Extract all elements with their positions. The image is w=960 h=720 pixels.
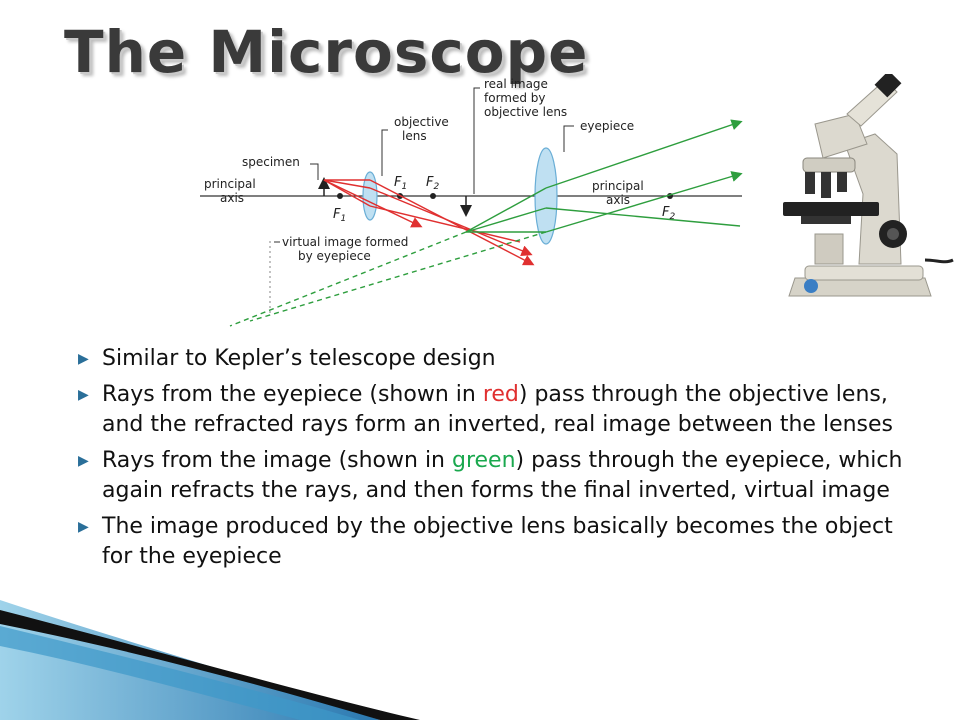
bullet-item: ▶ Rays from the eyepiece (shown in red) …: [78, 380, 918, 440]
right-triangle-bullet-icon: ▶: [78, 519, 89, 535]
label-real-image-line1: real image: [484, 77, 548, 91]
bullet-text-pre: Rays from the image (shown in: [102, 448, 452, 473]
eyepiece-lens: [534, 147, 558, 245]
right-triangle-bullet-icon: ▶: [78, 453, 89, 469]
bullet-text-post: ) pass through the eyepiece, which again…: [102, 448, 903, 503]
bullet-highlight-red: red: [482, 382, 519, 407]
focal-point-f1-left: [337, 193, 343, 199]
microscope-photo-icon: [783, 74, 954, 297]
label-real-image-line2: formed by: [484, 91, 546, 105]
label-principal-axis-left-1: principal: [204, 177, 256, 191]
bullet-item: ▶ Similar to Kepler’s telescope design: [78, 344, 918, 374]
objective-lens: [362, 171, 378, 221]
slide-title: The Microscope: [64, 18, 589, 86]
label-principal-axis-left-2: axis: [220, 191, 244, 205]
label-virtual-image-line2: by eyepiece: [298, 249, 371, 263]
label-f1-right: F1: [394, 175, 407, 192]
bullet-text-pre: Rays from the eyepiece (shown in: [102, 382, 483, 407]
bullet-item: ▶ The image produced by the objective le…: [78, 512, 918, 572]
label-specimen: specimen: [242, 155, 300, 169]
label-f2-right: F2: [662, 205, 675, 222]
bullet-text-post: ) pass through the objective lens, and t…: [102, 382, 894, 437]
decorative-swoosh: [0, 600, 420, 720]
label-f1-left: F1: [333, 207, 346, 224]
bullet-text: The image produced by the objective lens…: [102, 514, 893, 569]
label-eyepiece: eyepiece: [580, 119, 634, 133]
focal-point-f2-left: [430, 193, 436, 199]
label-principal-axis-right-1: principal: [592, 179, 644, 193]
bullet-item: ▶ Rays from the image (shown in green) p…: [78, 446, 918, 506]
bullet-list: ▶ Similar to Kepler’s telescope design ▶…: [78, 344, 918, 578]
bullet-highlight-green: green: [452, 448, 516, 473]
label-f2-left: F2: [426, 175, 439, 192]
bullet-text: Similar to Kepler’s telescope design: [102, 346, 496, 371]
ray-diagram: real image formed by objective lens obje…: [200, 77, 743, 327]
right-triangle-bullet-icon: ▶: [78, 351, 89, 367]
label-objective-line1: objective: [394, 115, 449, 129]
green-rays: [229, 119, 743, 327]
right-triangle-bullet-icon: ▶: [78, 387, 89, 403]
red-rays: [323, 179, 535, 266]
label-objective-line2: lens: [402, 129, 427, 143]
label-real-image-line3: objective lens: [484, 105, 567, 119]
label-virtual-image-line1: virtual image formed: [282, 235, 408, 249]
label-principal-axis-right-2: axis: [606, 193, 630, 207]
